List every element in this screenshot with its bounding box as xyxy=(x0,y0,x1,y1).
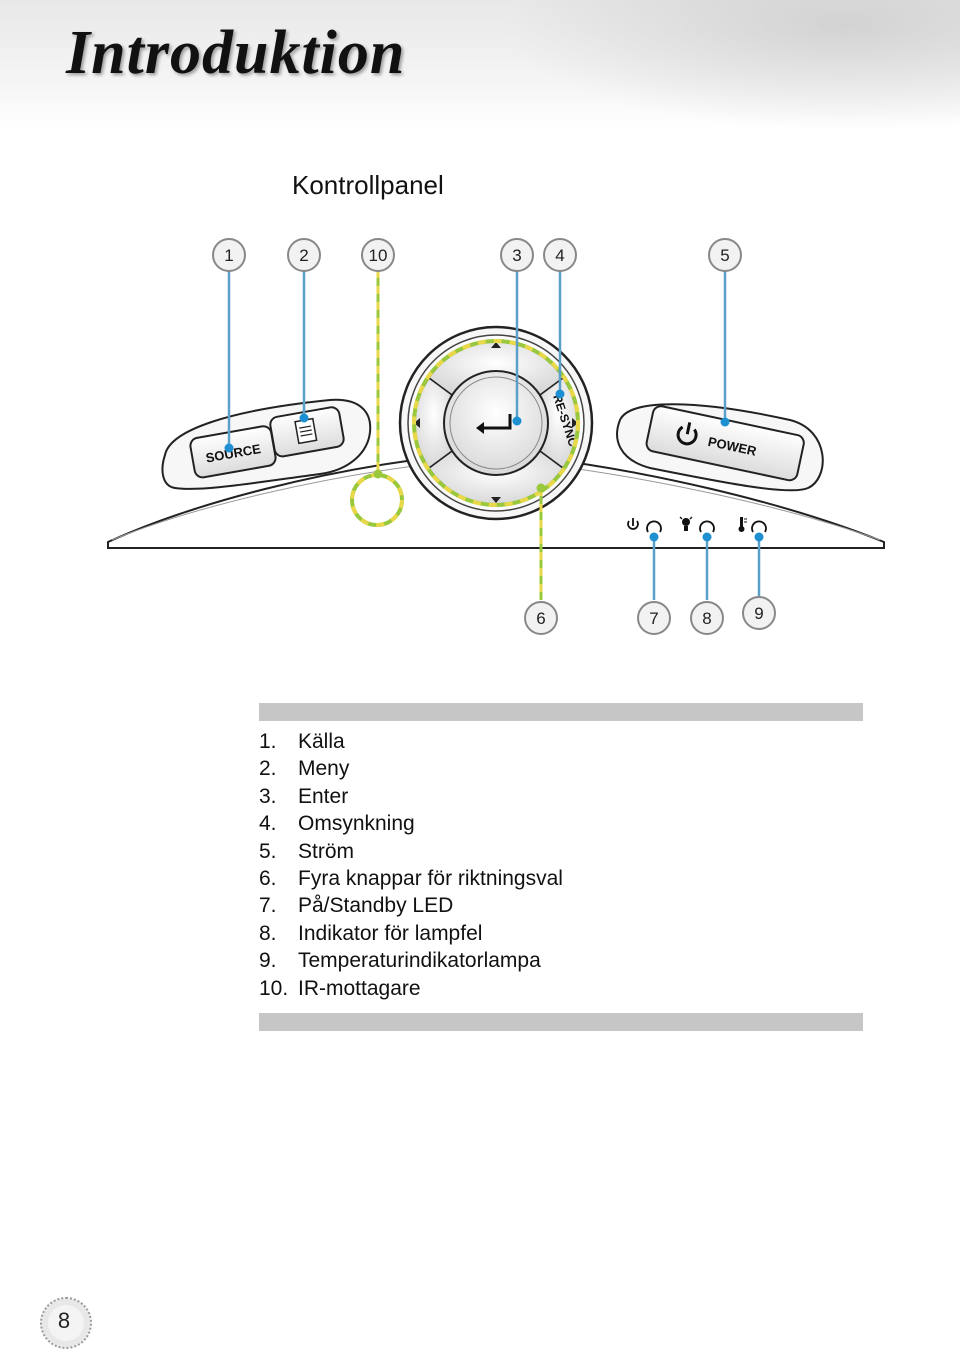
power-led-icon xyxy=(627,518,662,533)
callout-5: 5 xyxy=(708,238,742,272)
list-item-number: 4. xyxy=(259,812,277,836)
power-button[interactable]: POWER xyxy=(645,405,805,482)
list-item-label: Meny xyxy=(298,757,350,781)
list-item-number: 9. xyxy=(259,949,277,973)
list-item-label: IR-mottagare xyxy=(298,976,421,1000)
callout-10: 10 xyxy=(361,238,395,272)
list-item: 10. IR-mottagare xyxy=(259,975,563,1002)
power-icon xyxy=(676,422,698,446)
arrow-right-icon xyxy=(572,418,578,428)
svg-text:5: 5 xyxy=(720,246,729,265)
list-item: 8. Indikator för lampfel xyxy=(259,920,563,947)
list-item: 2. Meny xyxy=(259,755,563,782)
svg-text:3: 3 xyxy=(512,246,521,265)
control-panel-diagram: SOURCE RE-SYNC xyxy=(107,238,885,635)
callout-1: 1 xyxy=(212,238,246,272)
list-item: 3. Enter xyxy=(259,783,563,810)
list-item: 9. Temperaturindikatorlampa xyxy=(259,947,563,974)
list-item-label: Temperaturindikatorlampa xyxy=(298,949,541,973)
svg-text:10: 10 xyxy=(369,246,388,265)
svg-text:4: 4 xyxy=(555,246,564,265)
thermometer-icon xyxy=(738,517,767,533)
page-number: 8 xyxy=(57,1308,71,1333)
arrow-down-icon xyxy=(491,497,501,503)
callout-2: 2 xyxy=(287,238,321,272)
list-item: 5. Ström xyxy=(259,838,563,865)
callout-3: 3 xyxy=(500,238,534,272)
lamp-icon xyxy=(679,516,715,533)
svg-text:8: 8 xyxy=(702,609,711,628)
arrow-up-icon xyxy=(491,342,501,348)
list-item-label: Omsynkning xyxy=(298,812,415,836)
legend-top-divider xyxy=(259,703,863,721)
menu-icon xyxy=(294,417,318,445)
callout-lines xyxy=(224,270,764,600)
callout-markers: 1 2 10 3 4 5 6 7 xyxy=(212,238,776,635)
arrow-left-icon xyxy=(414,418,420,428)
dpad-highlight xyxy=(412,339,580,507)
legend-bottom-divider xyxy=(259,1013,863,1031)
svg-text:7: 7 xyxy=(649,609,658,628)
list-item-label: Enter xyxy=(298,784,349,808)
enter-icon xyxy=(476,414,512,434)
list-item: 1. Källa xyxy=(259,728,563,755)
section-title: Kontrollpanel xyxy=(292,170,444,200)
legend-list: 1. Källa 2. Meny 3. Enter 4. Omsynkning 5. St… xyxy=(259,728,563,1002)
svg-text:6: 6 xyxy=(536,609,545,628)
direction-buttons[interactable] xyxy=(414,341,578,505)
list-item-label: Ström xyxy=(298,839,355,863)
svg-text:9: 9 xyxy=(754,604,763,623)
list-item: 4. Omsynkning xyxy=(259,810,563,837)
led-indicators xyxy=(627,516,767,533)
list-item-label: På/Standby LED xyxy=(298,894,454,918)
page-header: 0101 1010 0010 1101 Introduktion xyxy=(0,0,960,130)
svg-text:1: 1 xyxy=(224,246,233,265)
list-item-number: 3. xyxy=(259,784,277,808)
callout-7: 7 xyxy=(637,601,671,635)
list-item: 6. Fyra knappar för riktningsval xyxy=(259,865,563,892)
list-item-number: 6. xyxy=(259,867,277,891)
list-item-number: 10. xyxy=(259,976,289,1000)
svg-text:2: 2 xyxy=(299,246,308,265)
list-item-number: 1. xyxy=(259,730,277,753)
callout-4: 4 xyxy=(543,238,577,272)
list-item-number: 5. xyxy=(259,839,277,863)
callout-9: 9 xyxy=(742,596,776,630)
list-item-number: 8. xyxy=(259,921,277,945)
callout-8: 8 xyxy=(690,601,724,635)
enter-button[interactable] xyxy=(443,370,549,476)
page-title: Introduktion xyxy=(66,19,406,87)
list-item: 7. På/Standby LED xyxy=(259,892,563,919)
header-decoration xyxy=(500,0,960,130)
list-item-label: Fyra knappar för riktningsval xyxy=(298,867,563,891)
list-item-label: Källa xyxy=(298,730,345,753)
list-item-number: 7. xyxy=(259,894,277,918)
list-item-label: Indikator för lampfel xyxy=(298,921,483,945)
callout-6: 6 xyxy=(524,601,558,635)
page-number-badge xyxy=(40,1297,92,1349)
list-item-number: 2. xyxy=(259,757,277,781)
